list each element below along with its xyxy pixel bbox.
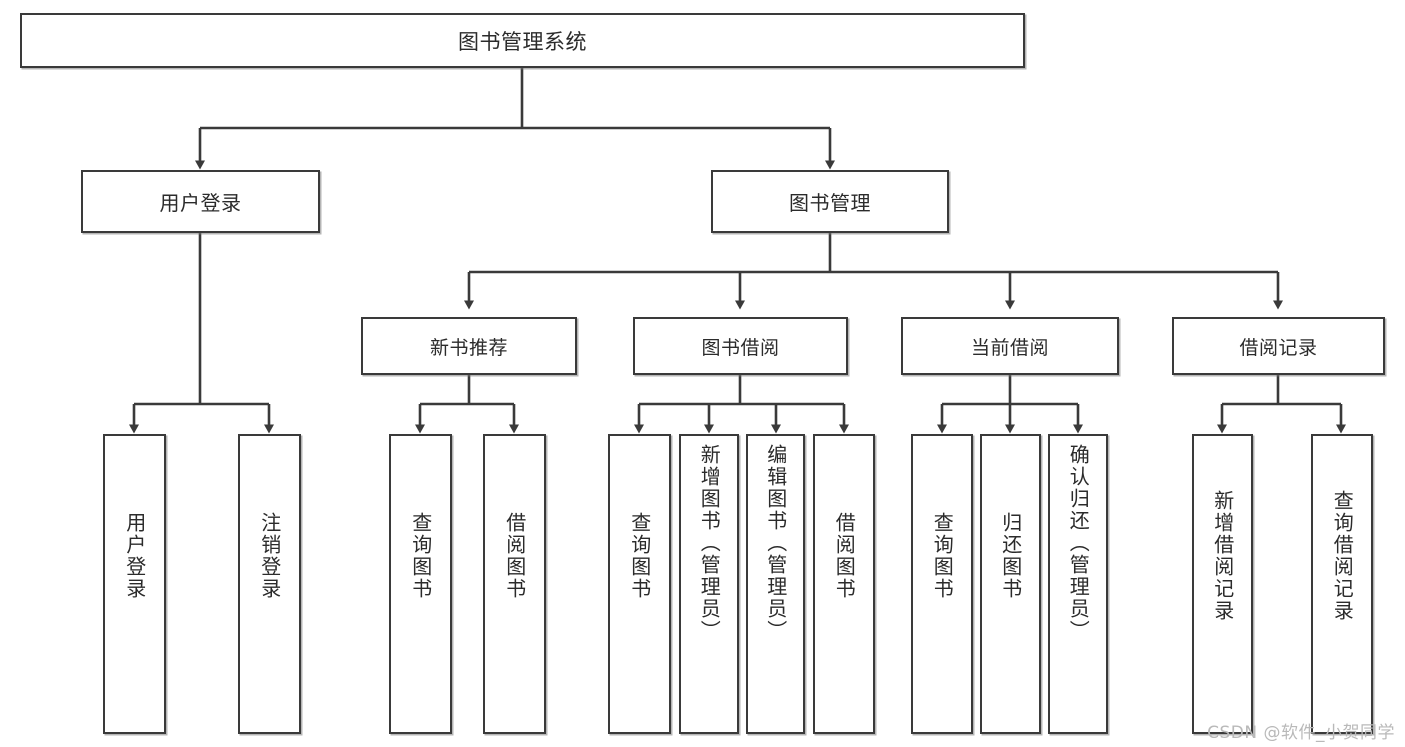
leaf-confirm-return-admin[interactable]: 确认归还（管理员） <box>1048 434 1108 734</box>
node-label: 查询图书 <box>930 512 955 600</box>
node-label: 用户登录 <box>159 191 242 215</box>
node-label: 借阅图书 <box>832 512 857 600</box>
leaf-edit-book-admin[interactable]: 编辑图书（管理员） <box>746 434 805 734</box>
leaf-logout-login[interactable]: 注销登录 <box>238 434 301 734</box>
leaf-query-book-1[interactable]: 查询图书 <box>389 434 452 734</box>
node-label: 借阅记录 <box>1239 336 1318 359</box>
leaf-user-login[interactable]: 用户登录 <box>103 434 166 734</box>
node-label: 编辑图书（管理员） <box>763 444 788 642</box>
node-label: 用户登录 <box>122 512 147 600</box>
leaf-query-book-3[interactable]: 查询图书 <box>911 434 973 734</box>
leaf-query-book-2[interactable]: 查询图书 <box>608 434 671 734</box>
node-borrow-record[interactable]: 借阅记录 <box>1172 317 1385 375</box>
node-label: 确认归还（管理员） <box>1066 444 1091 642</box>
leaf-return-book[interactable]: 归还图书 <box>980 434 1041 734</box>
node-current-borrow[interactable]: 当前借阅 <box>901 317 1119 375</box>
node-root-book-management-system[interactable]: 图书管理系统 <box>20 13 1025 68</box>
node-label: 查询图书 <box>408 512 433 600</box>
node-label: 图书管理 <box>789 191 871 215</box>
node-label: 新增借阅记录 <box>1210 490 1235 622</box>
node-book-manage[interactable]: 图书管理 <box>711 170 949 233</box>
node-new-book-recommend[interactable]: 新书推荐 <box>361 317 577 375</box>
leaf-add-book-admin[interactable]: 新增图书（管理员） <box>679 434 739 734</box>
node-label: 当前借阅 <box>970 336 1049 359</box>
node-label: 归还图书 <box>998 512 1023 600</box>
node-label: 新书推荐 <box>429 336 508 359</box>
node-label: 注销登录 <box>257 512 282 600</box>
node-book-borrow[interactable]: 图书借阅 <box>633 317 848 375</box>
leaf-add-borrow-record[interactable]: 新增借阅记录 <box>1192 434 1253 734</box>
node-label: 查询图书 <box>627 512 652 600</box>
node-user-login[interactable]: 用户登录 <box>81 170 320 233</box>
csdn-watermark: CSDN @软件_小贺同学 <box>1207 723 1395 743</box>
leaf-borrow-book-2[interactable]: 借阅图书 <box>813 434 875 734</box>
leaf-borrow-book-1[interactable]: 借阅图书 <box>483 434 546 734</box>
node-label: 借阅图书 <box>502 512 527 600</box>
node-label: 查询借阅记录 <box>1330 490 1355 622</box>
node-label: 图书管理系统 <box>458 29 587 54</box>
leaf-query-borrow-record[interactable]: 查询借阅记录 <box>1311 434 1373 734</box>
node-label: 图书借阅 <box>701 336 780 359</box>
node-label: 新增图书（管理员） <box>697 444 722 642</box>
